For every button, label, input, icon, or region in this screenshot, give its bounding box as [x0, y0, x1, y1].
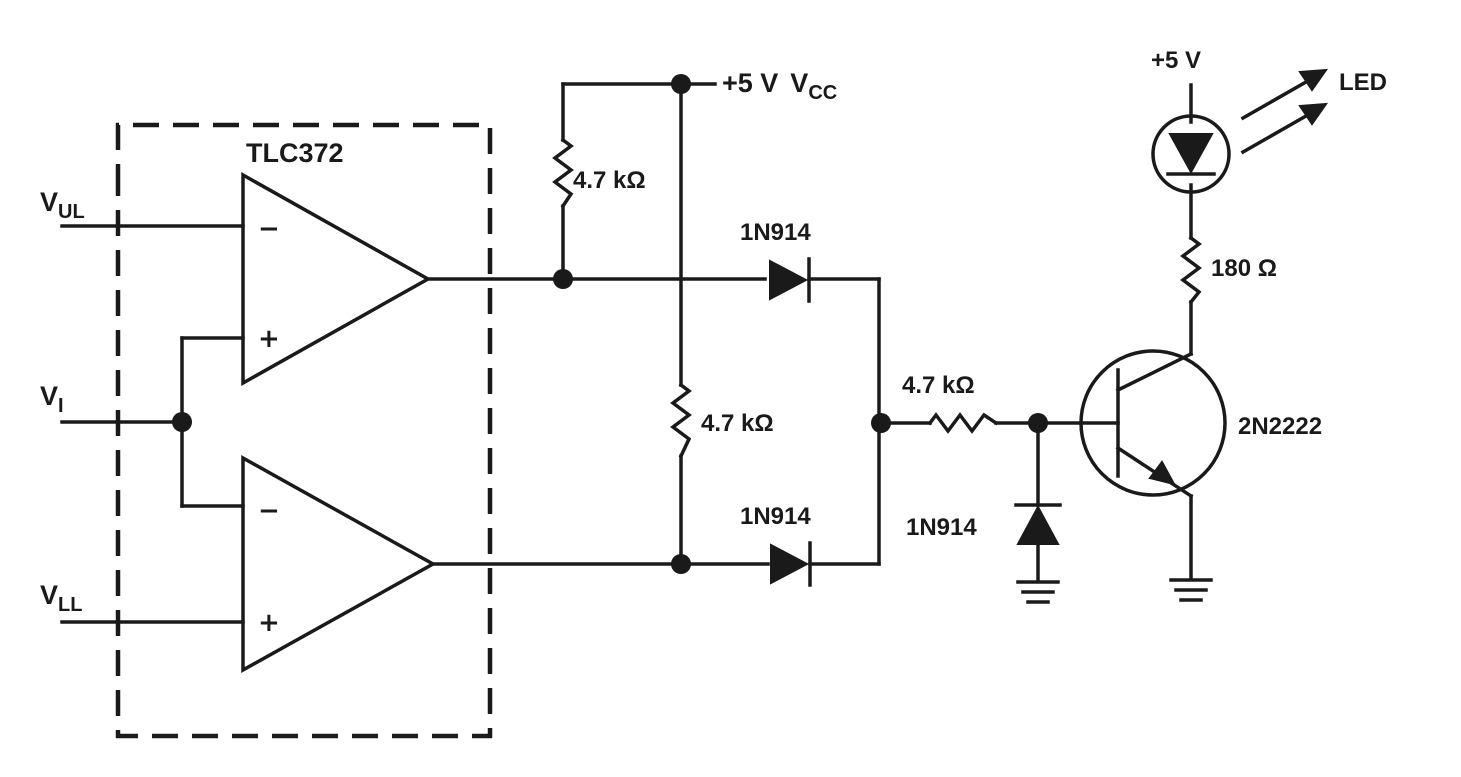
ic-label: TLC372	[246, 138, 344, 168]
resistor-led-series	[1180, 235, 1202, 305]
upper-comparator	[241, 172, 432, 386]
lower-comparator-plus-sign: +	[258, 608, 280, 638]
diode-or-junction	[871, 277, 932, 566]
resistor-pullup-lower	[670, 382, 692, 459]
lower-comparator-minus-sign: −	[258, 496, 280, 526]
diode-lower	[770, 541, 881, 587]
resistor-pullup-upper-label: 4.7 kΩ	[573, 167, 646, 194]
upper-comparator-minus-sign: −	[258, 214, 280, 244]
input-label-vll: VLL	[40, 580, 82, 616]
upper-comparator-plus-sign: +	[258, 324, 280, 354]
diode-upper	[769, 257, 881, 303]
supply-label-led: +5 V	[1151, 47, 1201, 74]
lower-output-node	[671, 554, 691, 574]
svg-text:VLL: VLL	[40, 580, 82, 616]
vcc-rail	[553, 74, 717, 574]
vi-junction-node	[172, 412, 192, 432]
resistor-led-series-label: 180 Ω	[1211, 255, 1277, 282]
svg-text:VI: VI	[40, 381, 64, 417]
ground-symbol-clamp	[1016, 580, 1060, 604]
input-wires	[60, 224, 245, 624]
led-emission-arrows	[1240, 68, 1329, 155]
upper-output-node	[553, 269, 573, 289]
led-label: LED	[1339, 69, 1387, 96]
diode-clamp-label: 1N914	[906, 514, 977, 541]
transistor-2n2222	[1079, 349, 1227, 499]
svg-text:VUL: VUL	[40, 187, 85, 223]
resistor-pullup-lower-label: 4.7 kΩ	[701, 410, 774, 437]
diode-upper-label: 1N914	[740, 219, 811, 246]
diode-clamp	[1014, 421, 1062, 582]
comparator-output-wires	[426, 277, 770, 566]
resistor-pullup-upper	[552, 137, 574, 209]
tlc372-package-outline	[115, 122, 493, 739]
diode-lower-label: 1N914	[740, 503, 811, 530]
lower-comparator	[241, 455, 437, 673]
transistor-label: 2N2222	[1238, 413, 1322, 440]
input-label-vul: VUL	[40, 187, 85, 223]
resistor-base-label: 4.7 kΩ	[902, 372, 975, 399]
led-symbol	[1151, 114, 1231, 194]
resistor-base	[927, 412, 1120, 434]
vcc-node	[671, 74, 691, 94]
input-label-vi: VI	[40, 381, 64, 417]
ground-symbol-emitter	[1169, 578, 1213, 602]
